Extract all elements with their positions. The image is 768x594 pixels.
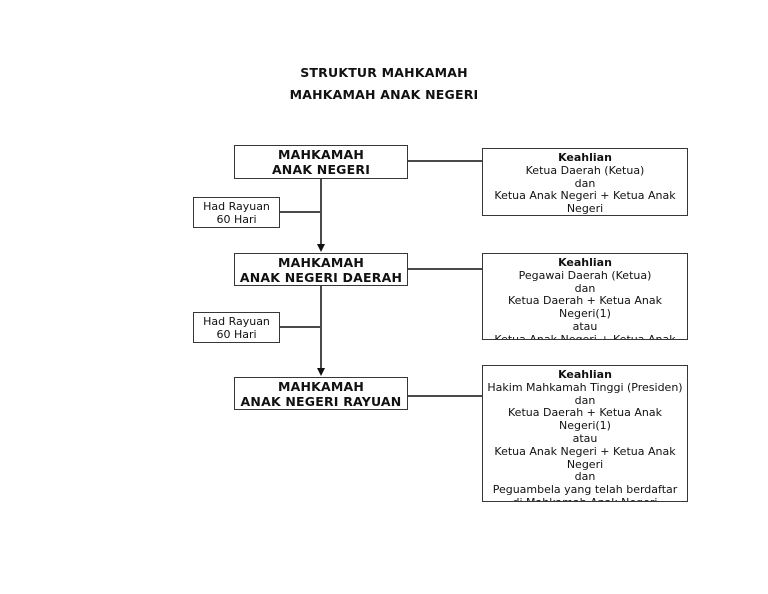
membership-line: Ketua Anak Negeri + Ketua Anak	[494, 189, 676, 203]
membership-heading: Keahlian	[558, 256, 612, 269]
appeal-limit-line2: 60 Hari	[216, 327, 257, 341]
membership-line: dan	[574, 393, 596, 407]
page-title-line1: STRUKTUR MAHKAMAH	[300, 65, 468, 80]
court-label-line2: ANAK NEGERI	[271, 162, 371, 177]
connector-limit2	[280, 326, 320, 328]
membership-line: dan	[574, 176, 596, 190]
membership-line: atau	[572, 319, 598, 333]
appeal-limit-box-1: Had Rayuan 60 Hari	[193, 197, 280, 228]
connector-limit1	[280, 211, 320, 213]
court-box-mahkamah-anak-negeri-rayuan: MAHKAMAH ANAK NEGERI RAYUAN	[234, 377, 408, 410]
membership-heading: Keahlian	[558, 368, 612, 381]
membership-line: Negeri(1)	[559, 307, 611, 321]
membership-line: Peguambela yang telah berdaftar	[492, 483, 678, 497]
court-label-line1: MAHKAMAH	[277, 147, 365, 162]
membership-line: Pegawai Daerah (Ketua)	[518, 268, 652, 282]
connector-court2-membership2	[408, 268, 482, 270]
court-box-mahkamah-anak-negeri: MAHKAMAH ANAK NEGERI	[234, 145, 408, 179]
appeal-limit-box-2: Had Rayuan 60 Hari	[193, 312, 280, 343]
page-title: STRUKTUR MAHKAMAH MAHKAMAH ANAK NEGERI	[0, 62, 768, 106]
connector-court1-court2	[320, 179, 322, 244]
membership-heading: Keahlian	[558, 151, 612, 164]
membership-line: Ketua Daerah + Ketua Anak	[508, 406, 662, 420]
court-label-line2: ANAK NEGERI RAYUAN	[240, 393, 402, 409]
arrow-down-icon	[316, 244, 325, 252]
membership-line: atau	[572, 431, 598, 445]
arrow-down-icon	[316, 368, 325, 376]
connector-court2-court3	[320, 286, 322, 369]
membership-line: Negeri	[566, 202, 604, 216]
membership-line: dan	[574, 470, 596, 484]
court-label-line1: MAHKAMAH	[277, 254, 365, 270]
membership-line: Ketua Daerah (Ketua)	[525, 163, 645, 177]
membership-line: Ketua Anak Negeri + Ketua Anak	[494, 444, 676, 458]
membership-line: Negeri	[566, 457, 604, 471]
court-label-line1: MAHKAMAH	[277, 378, 365, 394]
membership-line: di Mahkamah Anak Negeri	[483, 496, 687, 501]
page-title-line2: MAHKAMAH ANAK NEGERI	[289, 87, 479, 102]
membership-line: Hakim Mahkamah Tinggi (Presiden)	[487, 380, 683, 394]
appeal-limit-line1: Had Rayuan	[203, 199, 270, 213]
appeal-limit-line2: 60 Hari	[216, 212, 257, 226]
membership-line: dan	[574, 281, 596, 295]
membership-line: Ketua Daerah + Ketua Anak	[508, 294, 662, 308]
membership-box-level3: Keahlian Hakim Mahkamah Tinggi (Presiden…	[482, 365, 688, 502]
court-label-line2: ANAK NEGERI DAERAH	[239, 269, 403, 285]
membership-line: Ketua Anak Negeri + Ketua Anak	[494, 332, 676, 340]
appeal-limit-line1: Had Rayuan	[203, 314, 270, 328]
court-box-mahkamah-anak-negeri-daerah: MAHKAMAH ANAK NEGERI DAERAH	[234, 253, 408, 286]
connector-court1-membership1	[408, 160, 482, 162]
connector-court3-membership3	[408, 395, 482, 397]
membership-line: Negeri(1)	[559, 419, 611, 433]
